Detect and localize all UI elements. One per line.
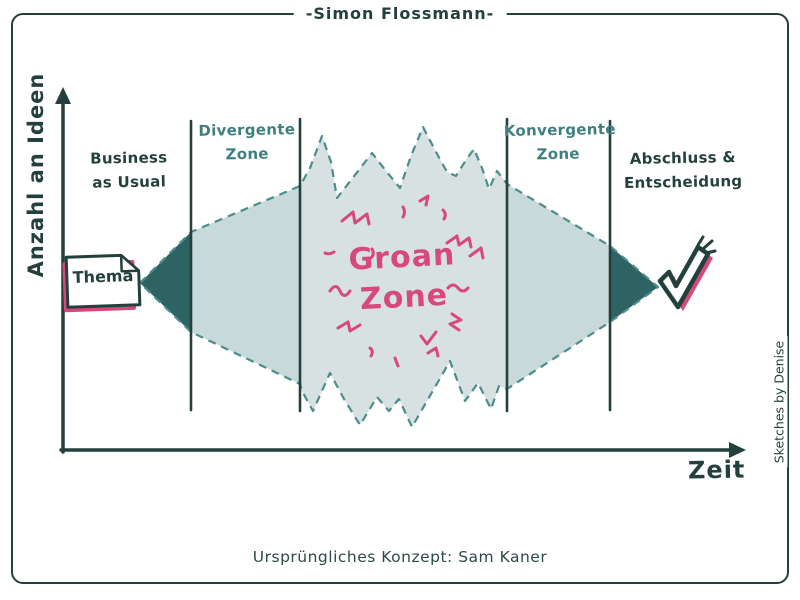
zone-label-closing-decision: Abschluss & Entscheidung bbox=[616, 145, 751, 195]
groan-squiggles-decoration bbox=[323, 194, 485, 368]
x-axis bbox=[59, 442, 746, 458]
zone-label-business-as-usual: Business as Usual bbox=[72, 145, 187, 195]
zone-label-line: Zone bbox=[225, 144, 269, 164]
thema-note-icon bbox=[62, 253, 142, 313]
zone-label-line: Business bbox=[89, 148, 168, 168]
zone-label-line: Konvergente bbox=[503, 119, 616, 140]
artist-signature: Sketches by Denise bbox=[770, 336, 788, 468]
y-axis-label: Anzahl an Ideen bbox=[24, 72, 48, 278]
zone-divider-lines bbox=[189, 117, 612, 413]
zone-label-convergent: Konvergente Zone bbox=[503, 117, 616, 167]
x-axis-arrow-icon bbox=[729, 442, 746, 458]
thema-note-label: Thema bbox=[72, 265, 134, 288]
groan-zone-label-line: Groan bbox=[347, 237, 457, 278]
emphasis-sparks-icon bbox=[696, 235, 717, 255]
diamond-dark-right-fill bbox=[610, 246, 658, 322]
zone-label-line: Zone bbox=[536, 144, 580, 164]
zone-label-line: Divergente bbox=[198, 120, 296, 140]
participation-diamond-shape bbox=[138, 125, 660, 429]
author-title: -Simon Flossmann- bbox=[293, 4, 507, 23]
groan-zone-label-line: Zone bbox=[359, 277, 449, 318]
zone-label-line: Entscheidung bbox=[623, 171, 743, 193]
concept-caption: Ursprüngliches Konzept: Sam Kaner bbox=[252, 548, 548, 566]
zone-label-line: Abschluss & bbox=[629, 148, 737, 168]
zone-label-line: as Usual bbox=[92, 172, 167, 192]
diamond-dark-left-fill bbox=[140, 232, 191, 332]
groan-zone-label: Groan Zone bbox=[334, 235, 472, 322]
x-axis-label: Zeit bbox=[687, 455, 746, 485]
groan-zone-fill bbox=[300, 127, 507, 427]
checkmark-icon bbox=[657, 235, 717, 311]
zone-label-divergent: Divergente Zone bbox=[194, 117, 301, 167]
y-axis-arrow-icon bbox=[55, 87, 71, 104]
